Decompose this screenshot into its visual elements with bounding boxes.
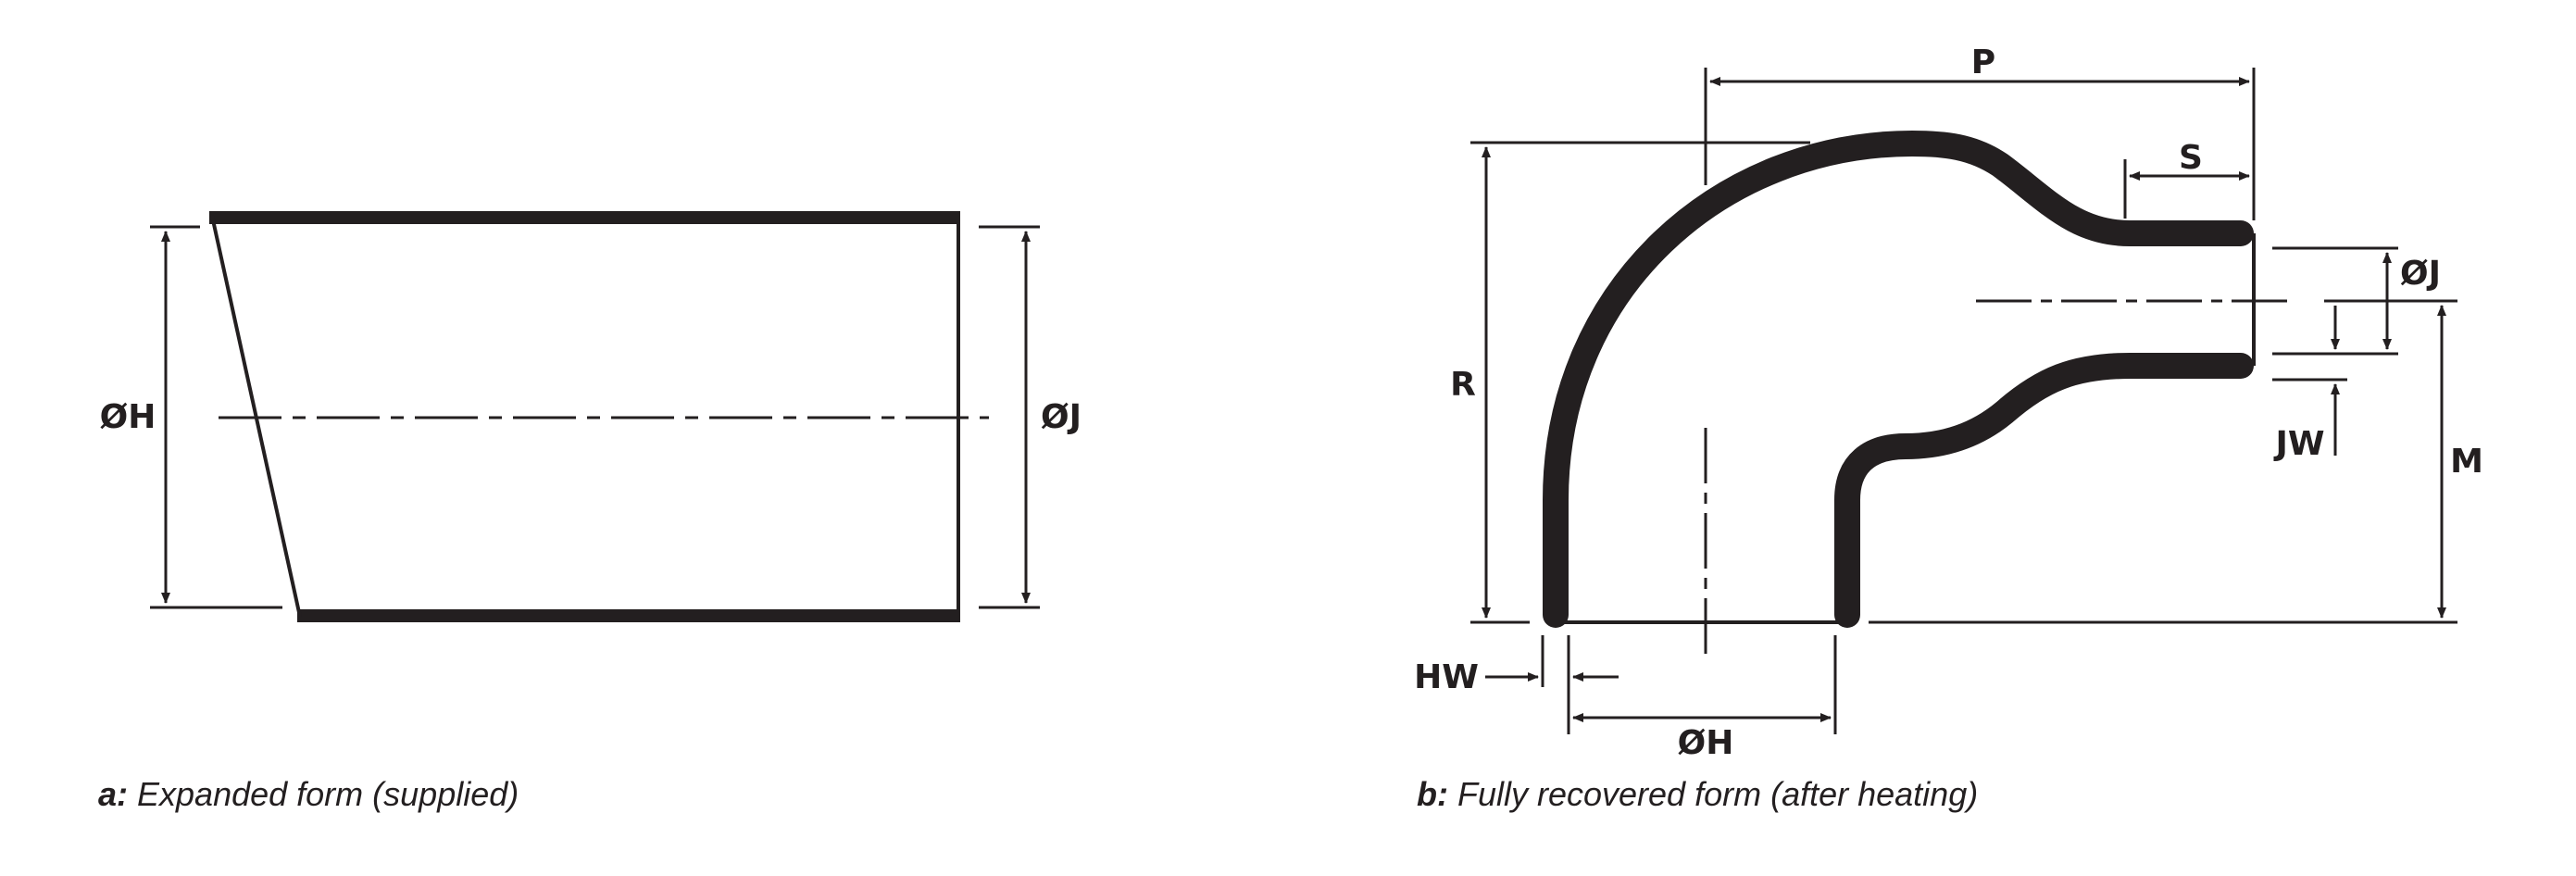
label-hw: HW bbox=[1414, 658, 1479, 696]
dimension-dia-j-b: ØJ bbox=[2272, 246, 2441, 356]
dimension-s: S bbox=[2123, 139, 2250, 219]
figure-a-expanded-form: ØH ØJ a: Expanded form (supplied) bbox=[98, 211, 1082, 813]
label-dia-h-b: ØH bbox=[1678, 724, 1734, 762]
label-s: S bbox=[2179, 139, 2203, 177]
dimension-r: R bbox=[1450, 141, 1810, 624]
label-r: R bbox=[1450, 366, 1476, 404]
dimension-hw: HW bbox=[1414, 635, 1619, 734]
dimension-dia-h-b: ØH bbox=[1572, 635, 1837, 762]
dimension-p: P bbox=[1704, 44, 2256, 220]
label-dia-j-b: ØJ bbox=[2400, 255, 2441, 293]
label-dia-h: ØH bbox=[100, 398, 156, 436]
caption-a-text: Expanded form (supplied) bbox=[128, 775, 519, 813]
elbow-outer-wall bbox=[1543, 131, 2254, 628]
label-p: P bbox=[1971, 44, 1995, 81]
expanded-tube bbox=[209, 211, 989, 622]
caption-b-letter: b: bbox=[1417, 775, 1448, 813]
caption-b-text: Fully recovered form (after heating) bbox=[1448, 775, 1978, 813]
recovered-elbow bbox=[1543, 131, 2292, 659]
dimension-m: M bbox=[1869, 299, 2483, 624]
elbow-inner-wall bbox=[1834, 353, 2254, 628]
label-jw: JW bbox=[2272, 425, 2324, 463]
dimension-dia-h: ØH bbox=[100, 225, 282, 609]
dimension-jw: JW bbox=[2272, 306, 2347, 463]
dimension-dia-j: ØJ bbox=[979, 225, 1082, 609]
caption-b: b: Fully recovered form (after heating) bbox=[1417, 775, 1978, 813]
caption-a-letter: a: bbox=[98, 775, 128, 813]
label-dia-j: ØJ bbox=[1041, 398, 1082, 436]
label-m: M bbox=[2450, 443, 2483, 481]
caption-a: a: Expanded form (supplied) bbox=[98, 775, 519, 813]
figure-b-recovered-form: P S R ØJ JW bbox=[1414, 44, 2483, 813]
